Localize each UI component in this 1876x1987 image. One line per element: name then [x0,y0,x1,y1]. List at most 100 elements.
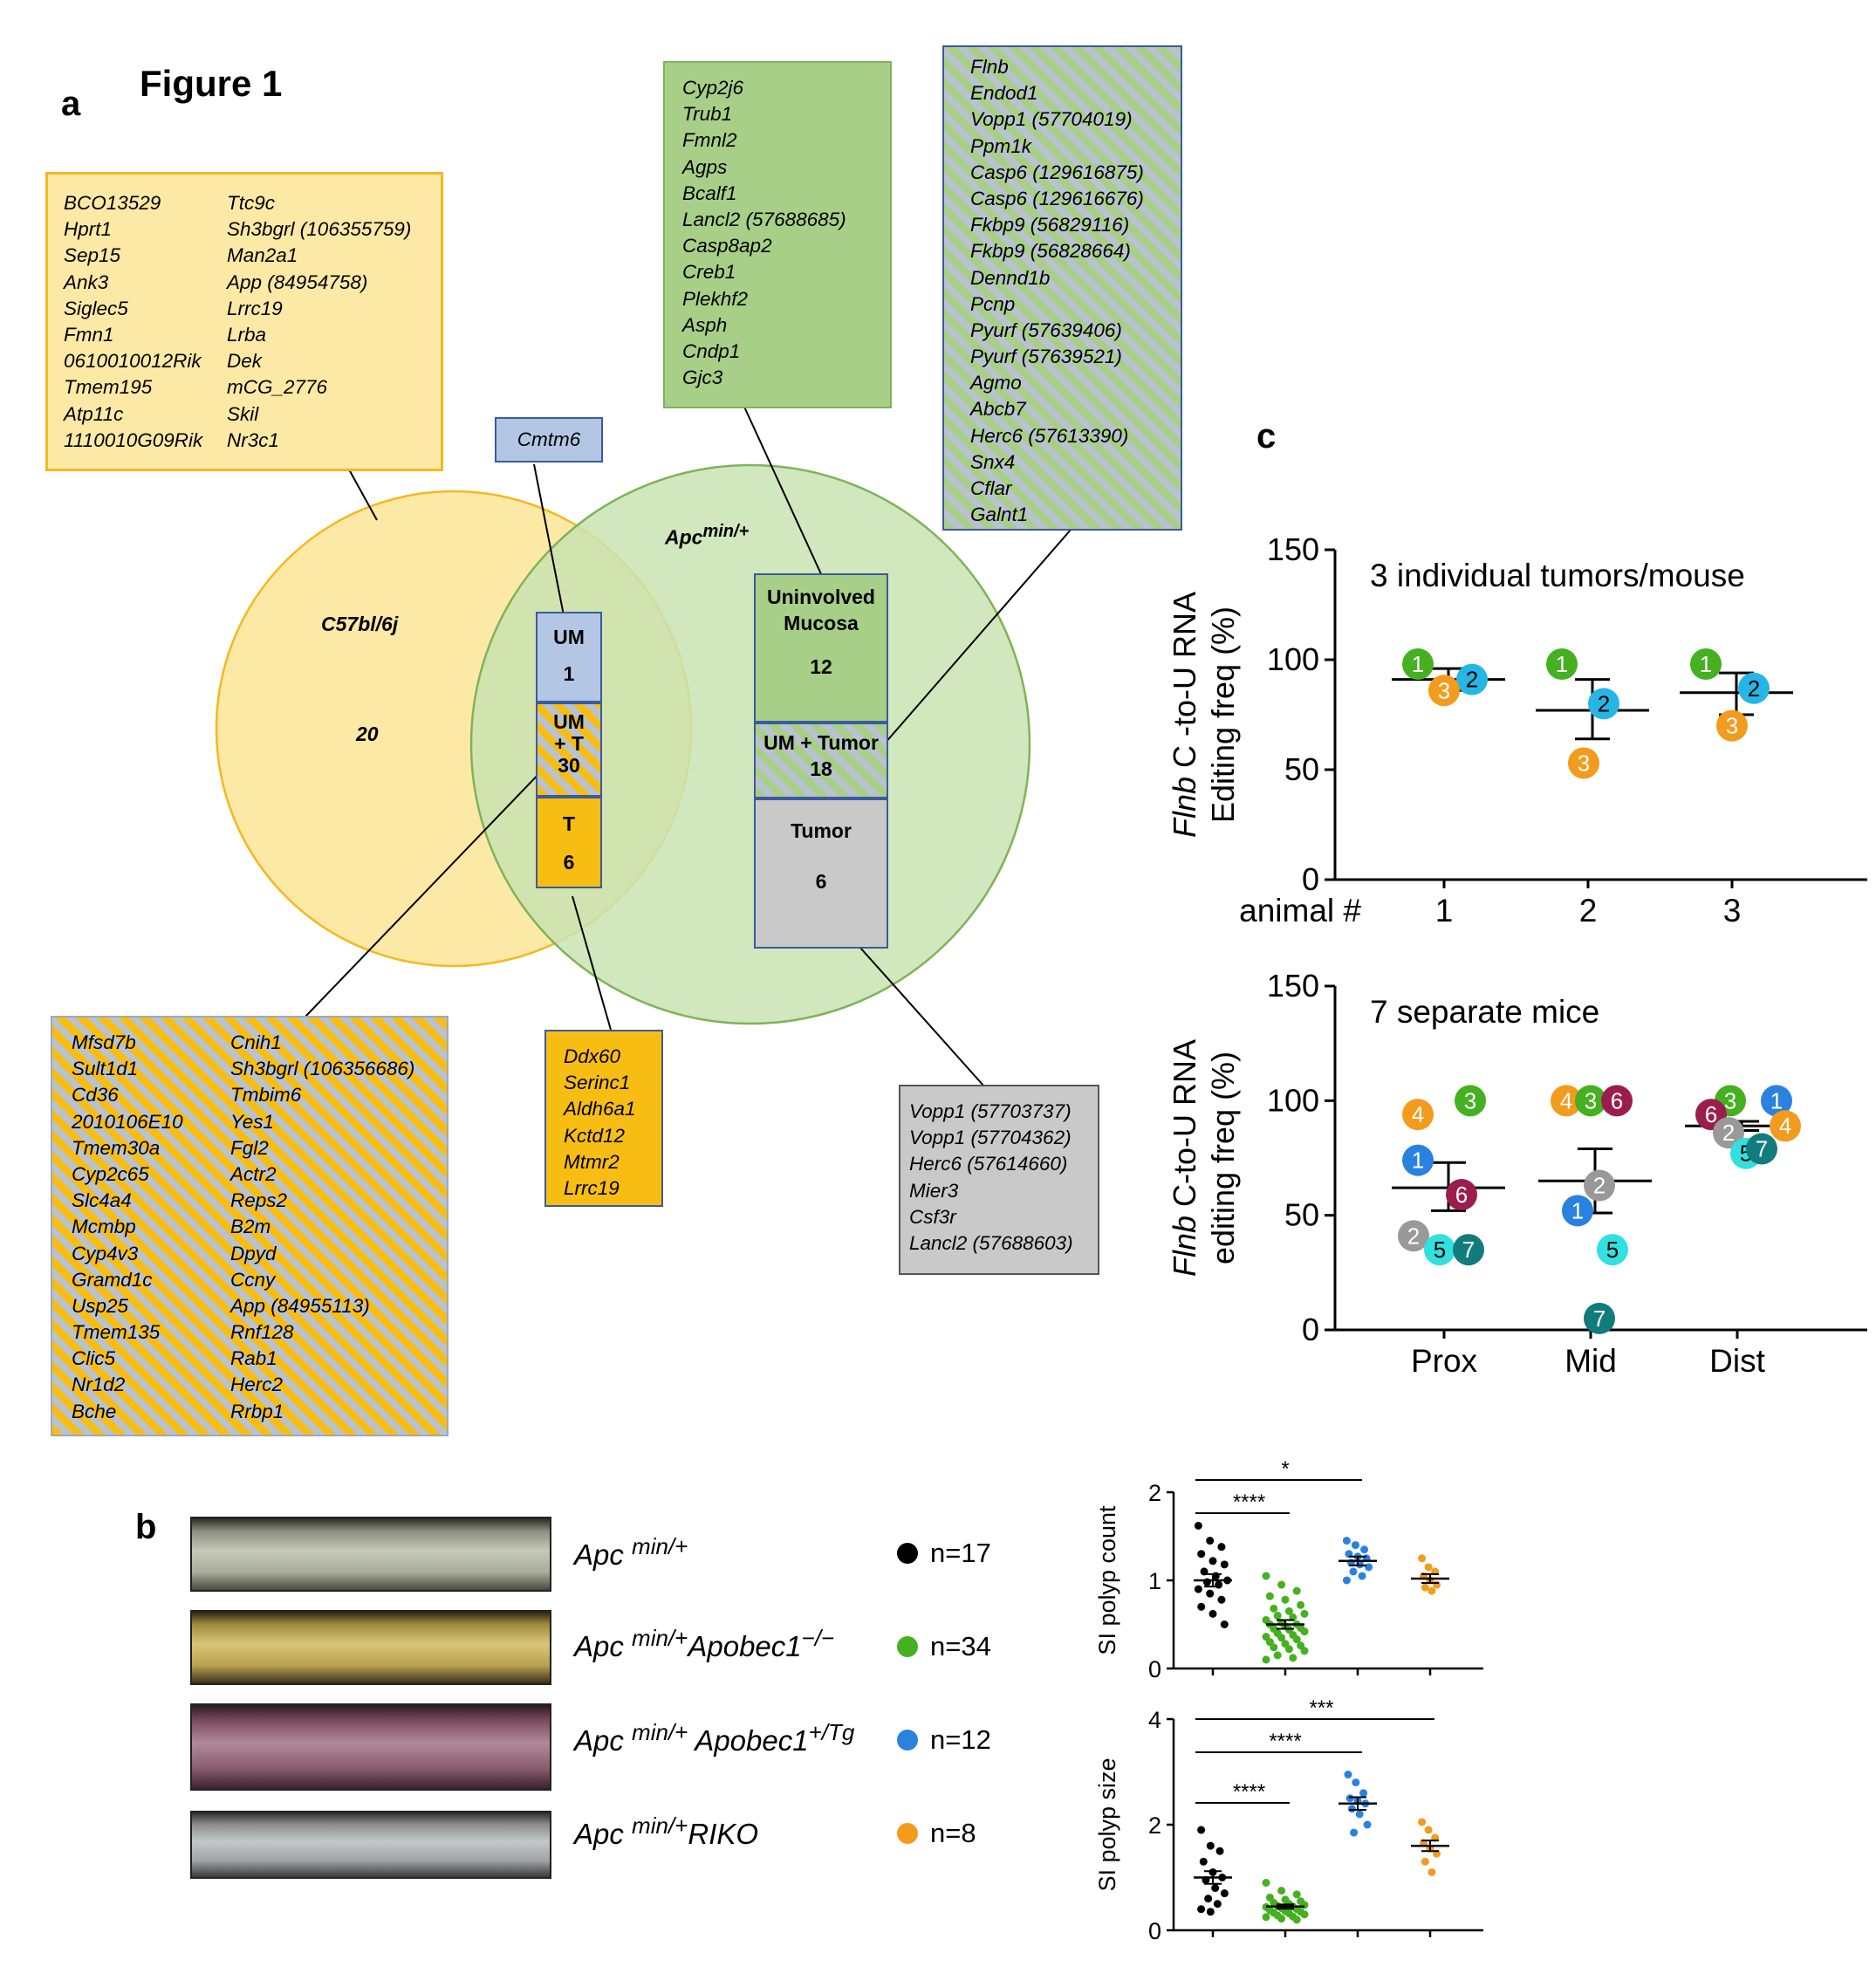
data-point [1713,1117,1744,1149]
data-point [1690,648,1722,681]
data-point-label: 1 [1700,651,1712,677]
data-point-label: 6 [1705,1101,1717,1127]
gene: Man2a1 [227,244,298,267]
data-point [1211,1884,1220,1893]
data-point [1206,1908,1215,1916]
data-point [1345,1794,1354,1803]
chart-title: 7 separate mice [1370,994,1599,1030]
data-point [1197,1826,1206,1834]
data-point [1428,675,1460,707]
data-point [1273,1651,1282,1660]
y-axis-label: Flnb C-to-U RNA [1167,1039,1202,1277]
gene: Cflar [970,477,1012,499]
data-point [1292,1586,1301,1595]
y-axis-label: Flnb C -to-U RNA [1167,592,1202,838]
gene: Sep15 [64,244,121,267]
genotype-label: Apc min/+Apobec1−/− [574,1625,835,1662]
data-point [1456,663,1488,695]
y-axis-label: SI polyp size [1094,1757,1120,1891]
data-point [1220,1889,1229,1898]
gene: App (84954758) [227,271,368,293]
data-point [1300,1627,1309,1636]
gene: Dek [227,350,263,373]
data-point [1575,1085,1606,1117]
data-point [1424,1563,1433,1572]
gene: Rrbp1 [230,1400,284,1422]
data-point [1421,1583,1429,1592]
data-point [1597,1234,1628,1266]
gene: Serinc1 [564,1072,631,1094]
genotype-label: Apc min/+ [574,1533,688,1571]
data-point [1277,1634,1286,1642]
gene: Siglec5 [64,297,128,319]
gene: Casp8ap2 [682,235,772,257]
gene: Usp25 [72,1294,129,1317]
significance-label: * [1281,1457,1289,1481]
data-point [1342,1537,1351,1545]
gene: Vopp1 (57703737) [909,1100,1072,1122]
data-point-label: 3 [1464,1087,1476,1113]
gene: Galnt1 [970,504,1029,526]
gene: Atp11c [64,402,124,425]
gene: Pyurf (57639521) [970,346,1122,368]
gene: Trub1 [682,103,733,126]
data-point-label: 5 [1606,1237,1619,1263]
x-axis-label: animal # [1239,893,1361,928]
data-point [1584,1169,1615,1202]
x-tick-label: 2 [1579,893,1598,928]
data-point [1300,1609,1309,1618]
gene: Nr3c1 [227,428,280,451]
gene: Ank3 [64,271,109,293]
data-point [1761,1085,1792,1117]
gene: App (84955113) [230,1294,370,1317]
data-point [1350,1828,1359,1837]
gene: 1110010G09Rik [64,428,203,451]
x-tick-label: Dist [1709,1343,1765,1379]
gene: Dennd1b [970,266,1051,289]
legend-dot [897,1543,918,1564]
data-point [1365,1563,1373,1572]
data-point-label: 2 [1598,690,1610,716]
gene: Fkbp9 (56829116) [970,214,1130,236]
gene: Ddx60 [564,1045,621,1067]
data-point [1344,1771,1352,1779]
gene: Snx4 [970,450,1016,473]
shared-t-box: T 6 [536,797,602,888]
gene: Bche [72,1400,117,1422]
intestine-photo [190,1610,551,1685]
data-point-label: 4 [1412,1101,1424,1127]
gene: Cd36 [72,1084,119,1107]
legend-dot [897,1823,918,1844]
significance-label: **** [1233,1780,1265,1804]
data-point [1215,1580,1223,1589]
data-point [1418,1554,1427,1563]
gene: Flnb [970,56,1009,78]
gene: Cmtm6 [517,428,581,450]
data-point [1746,1133,1777,1165]
gene: Yes1 [230,1110,275,1133]
data-point [1297,1600,1305,1609]
data-point [1206,1537,1215,1545]
data-point [1738,672,1770,704]
data-point [1402,1099,1434,1131]
data-point [1418,1818,1427,1826]
y-tick-label: 2 [1148,1480,1161,1506]
t-shared-gene-list: Ddx60 Serinc1 Aldh6a1 Kctd12 Mtmr2 Lrrc1… [544,1030,663,1207]
gene: Vopp1 (57704362) [909,1127,1072,1149]
data-point [1453,1234,1484,1266]
data-point-label: 2 [1466,667,1478,693]
y-tick-label: 150 [1267,531,1319,567]
y-tick-label: 150 [1267,968,1319,1004]
data-point [1433,1580,1441,1589]
data-point-label: 2 [1748,675,1760,702]
gene: Fgl2 [230,1136,269,1159]
data-point [1300,1901,1309,1909]
x-tick-label: 1 [1435,893,1454,928]
data-point [1262,1879,1270,1888]
y-tick-label: 100 [1267,641,1319,677]
intestine-photo [190,1703,551,1791]
data-point [1262,1572,1270,1580]
data-point [1265,1592,1274,1600]
data-point [1546,648,1578,681]
